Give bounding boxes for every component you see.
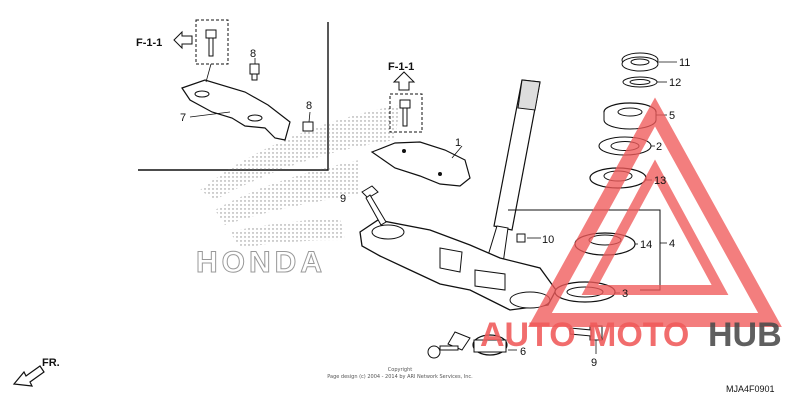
label-4: 4 <box>669 238 675 250</box>
ref-arrow-up <box>392 71 416 91</box>
part-7-bracket <box>181 79 291 141</box>
label-5: 5 <box>669 110 675 122</box>
label-10: 10 <box>542 234 554 246</box>
part-9-bolt-a <box>361 185 387 226</box>
ignition-key-icon <box>427 345 459 359</box>
watermark-moto: MOTO <box>588 316 689 354</box>
label-14: 14 <box>640 239 652 251</box>
part-6-ignition-switch <box>447 331 508 356</box>
front-arrow-icon <box>12 365 45 387</box>
part-11-lock-nut <box>621 52 659 72</box>
label-9a: 9 <box>340 193 346 205</box>
ref-label-center: F-1-1 <box>388 61 414 73</box>
part-1-plate <box>370 141 471 187</box>
bolt-box-topleft <box>195 19 229 65</box>
bolt-topleft <box>205 29 217 57</box>
copyright-line-1: Copyright <box>388 367 412 373</box>
watermark-hub: HUB <box>708 316 782 354</box>
label-1: 1 <box>455 137 461 149</box>
label-2: 2 <box>656 141 662 153</box>
front-label: FR. <box>42 357 60 369</box>
label-13: 13 <box>654 175 666 187</box>
label-3: 3 <box>622 288 628 300</box>
label-11: 11 <box>679 57 690 69</box>
ref-label-top-left: F-1-1 <box>136 37 162 49</box>
honda-wing-logo <box>200 105 400 248</box>
part-8-bolt-b <box>302 121 314 132</box>
part-12-lock-washer <box>622 76 658 88</box>
label-12: 12 <box>669 77 681 89</box>
label-7: 7 <box>180 112 186 124</box>
watermark-auto: AUTO <box>480 316 576 354</box>
diagram-code: MJA4F0901 <box>726 384 775 394</box>
label-9b: 9 <box>591 357 597 369</box>
bolt-center <box>399 99 411 127</box>
copyright-line-2: Page design (c) 2004 - 2014 by ARI Netwo… <box>327 374 473 380</box>
part-8-bolt-a <box>249 63 260 81</box>
watermark-text: AUTO MOTO HUB <box>480 316 782 354</box>
label-8a: 8 <box>250 48 256 60</box>
bolt-box-center <box>389 93 423 133</box>
ref-arrow-left <box>173 30 193 50</box>
lower-triple-clamp <box>359 219 557 311</box>
honda-logo-text: HONDA <box>196 246 326 279</box>
part-10-bolt <box>516 233 526 243</box>
label-6: 6 <box>520 346 526 358</box>
label-8b: 8 <box>306 100 312 112</box>
watermark-triangle <box>528 97 782 327</box>
